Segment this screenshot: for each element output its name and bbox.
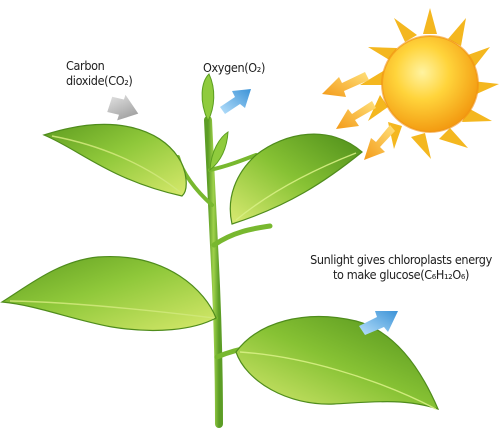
leaf-top-right: [230, 134, 362, 224]
carbon-dioxide-label: Carbon dioxide(CO₂): [66, 58, 132, 88]
sunlight-glucose-label: Sunlight gives chloroplasts energy to ma…: [306, 252, 496, 282]
carbon-dioxide-label-line-1: Carbon: [66, 58, 132, 73]
orange-arrow-icon: [336, 101, 376, 129]
blue-arrow-icon: [220, 89, 251, 114]
oxygen-label: Oxygen(O₂): [203, 60, 265, 75]
leaf-bud-top: [202, 74, 214, 121]
sunlight-glucose-label-line-1: Sunlight gives chloroplasts energy: [306, 252, 496, 267]
leaf-top-left: [44, 124, 186, 196]
orange-arrow-icon: [364, 125, 395, 160]
carbon-dioxide-label-line-2: dioxide(CO₂): [66, 73, 132, 88]
gray-arrow-icon: [106, 91, 143, 126]
leaf-lower-left: [2, 257, 216, 331]
sunlight-glucose-label-line-2: to make glucose(C₆H₁₂O₆): [306, 267, 496, 282]
